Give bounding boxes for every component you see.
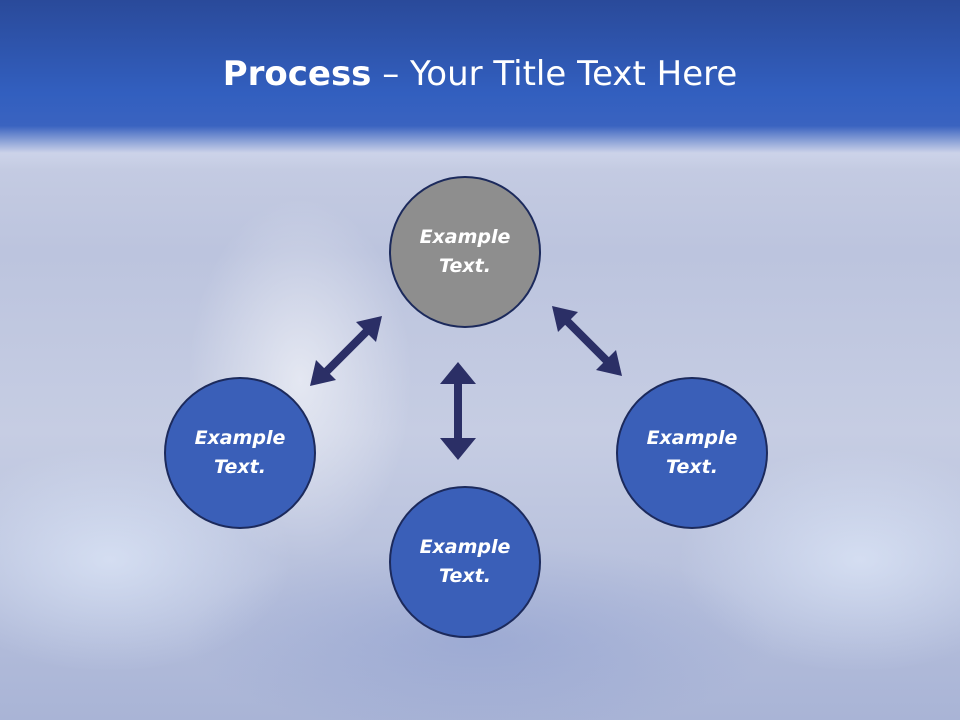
slide-title[interactable]: Process – Your Title Text Here: [0, 52, 960, 96]
process-node-bottom[interactable]: Example Text.: [389, 486, 541, 638]
arrow-top-left[interactable]: [310, 316, 382, 386]
arrow-vertical[interactable]: [440, 362, 476, 460]
node-left-text: Example Text.: [194, 427, 286, 478]
title-bold-part: Process: [222, 54, 372, 94]
node-top-text: Example Text.: [419, 226, 511, 277]
process-node-top[interactable]: Example Text.: [389, 176, 541, 328]
node-bottom-text: Example Text.: [419, 536, 511, 587]
node-right-text: Example Text.: [646, 427, 738, 478]
title-banner: [0, 0, 960, 170]
title-rest-part: – Your Title Text Here: [371, 54, 738, 94]
process-node-left[interactable]: Example Text.: [164, 377, 316, 529]
arrow-top-right[interactable]: [552, 306, 622, 376]
process-node-right[interactable]: Example Text.: [616, 377, 768, 529]
